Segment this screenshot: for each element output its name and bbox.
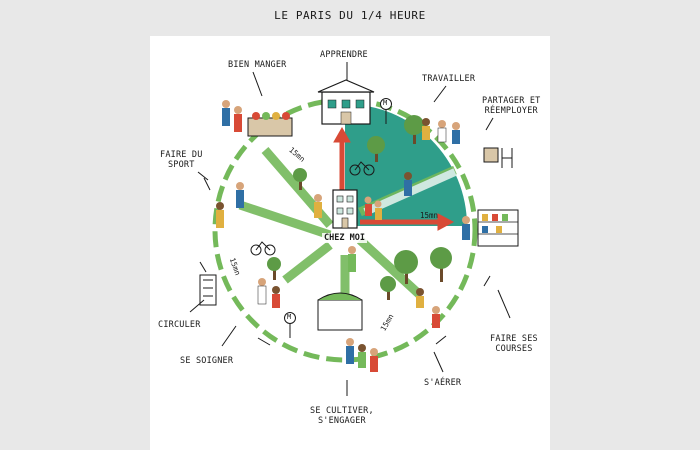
- label-bien-manger: BIEN MANGER: [228, 60, 287, 70]
- person-icon: [346, 338, 354, 364]
- person-icon: [365, 197, 373, 217]
- label-se-cultiver: SE CULTIVER, S'ENGAGER: [310, 406, 374, 426]
- label-s-aerer: S'AÉRER: [424, 378, 461, 388]
- person-icon: [422, 118, 430, 140]
- center-label: CHEZ MOI: [322, 233, 367, 243]
- metro-letter: M: [383, 99, 387, 107]
- label-travailler: TRAVAILLER: [422, 74, 475, 84]
- person-icon: [375, 201, 383, 221]
- label-apprendre: APPRENDRE: [320, 50, 368, 60]
- label-faire-du-sport: FAIRE DU SPORT: [160, 150, 203, 170]
- person-icon: [234, 106, 242, 132]
- person-icon: [370, 348, 378, 372]
- person-icon: [348, 246, 356, 272]
- person-icon: [236, 182, 244, 208]
- person-icon: [452, 122, 460, 144]
- person-icon: [404, 172, 412, 196]
- person-icon: [314, 194, 322, 218]
- person-icon: [432, 306, 440, 328]
- person-icon: [258, 278, 266, 304]
- person-icon: [272, 286, 280, 308]
- label-circuler: CIRCULER: [158, 320, 201, 330]
- home-building-icon: [333, 190, 357, 228]
- person-icon: [416, 288, 424, 308]
- person-icon: [358, 344, 366, 368]
- shop-shelf-icon: [478, 210, 518, 246]
- label-partager-reemployer: PARTAGER ET RÉEMPLOYER: [482, 96, 541, 116]
- duration-label: 15mn: [420, 211, 438, 220]
- person-icon: [462, 216, 470, 240]
- culture-booth-icon: [318, 293, 362, 330]
- person-icon: [438, 120, 446, 142]
- person-icon: [222, 100, 230, 126]
- person-icon: [216, 202, 224, 228]
- label-se-soigner: SE SOIGNER: [180, 356, 233, 366]
- metro-letter: M: [287, 313, 291, 321]
- label-faire-ses-courses: FAIRE SES COURSES: [490, 334, 538, 354]
